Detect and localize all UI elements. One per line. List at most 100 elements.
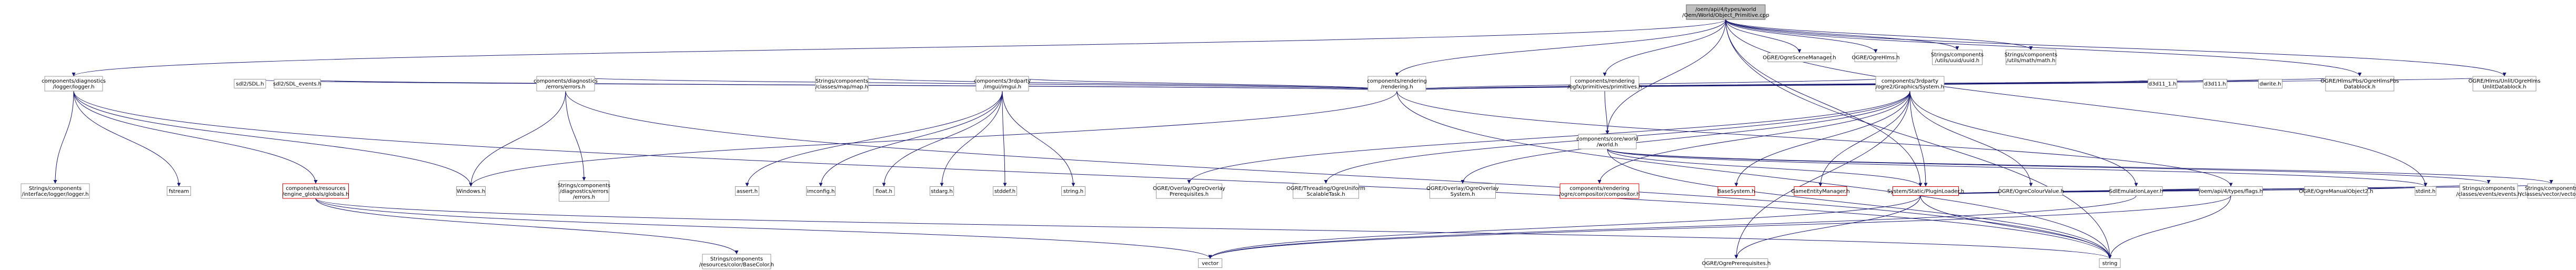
node-stddef[interactable]: stddef.h [993,186,1017,196]
node-box [975,76,1029,92]
node-label: components/diagnostics [534,78,598,84]
edge-world-objects-to-ogre-prereq [1734,195,1921,259]
node-strings-uuid[interactable]: Strings/components/utils/uuid/uuid.h [1931,49,1984,65]
node-box [806,186,836,196]
node-label: float.h [876,189,892,195]
node-fstream[interactable]: fstream [167,186,191,196]
edge-diag-logger-to-fstream [73,91,181,187]
node-windows[interactable]: Windows.h [456,186,486,196]
node-box [2304,186,2368,196]
node-d3d11-1[interactable]: d3d11_1.h [2148,79,2177,88]
node-label: /classes/map/map.h [816,84,868,90]
node-string-h[interactable]: string.h [1061,186,1085,196]
node-ogre-system[interactable]: components/3rdparty/ogre2/Graphics/Syste… [1875,76,1945,92]
node-resources-globals[interactable]: components/resources/engine_globals/glob… [283,183,349,199]
node-static-plugin[interactable]: System/Static/PluginLoader.h [1887,186,1964,196]
node-box [283,183,349,199]
node-strings-vector[interactable]: Strings/components/classes/vector/vector… [2520,183,2576,199]
node-diag-logger[interactable]: components/diagnostics/logger/logger.h [42,76,106,92]
node-stdint[interactable]: stdint.h [2414,186,2437,196]
node-strings-diag-errors[interactable]: Strings/components/diagnostics/errors/er… [558,181,610,202]
node-box [1704,258,1768,268]
node-label: string [2102,261,2118,267]
edge-layer [53,19,2553,259]
edge-ogre-system-to-rendering-compositor [1597,91,1910,184]
edge-core-world-to-strings-vector [1607,148,2553,184]
node-label: Strings/components [1931,52,1984,58]
node-box [1559,183,1639,199]
node-oem-typeflags[interactable]: /oem/api/4/types/flags.h [2199,186,2263,196]
node-strings-maplmap[interactable]: Strings/components/classes/map/map.h [815,76,869,92]
edge-thirdparty-imgui-to-assert [745,91,1003,187]
node-ogre-scene[interactable]: OGRE/OgreSceneManager.h [1763,53,1836,62]
node-label: Strings/components [2462,186,2515,192]
node-stdarg[interactable]: stdarg.h [930,186,954,196]
node-label: OGRE/Hlms/Pbs/OgreHlmsPbs [2321,78,2399,84]
node-imconfig[interactable]: imconfig.h [806,186,836,196]
node-label: stddef.h [994,189,1015,195]
node-game-entity[interactable]: GameEntityManager.h [1791,186,1850,196]
node-box [1430,183,1496,199]
node-label: OGRE/OgreManualObject2.h [2299,189,2373,195]
node-rendering-compositor[interactable]: components/rendering/ogre/compositor/com… [1559,183,1640,199]
node-strings-math[interactable]: Strings/components/utils/math/math.h [2005,49,2057,65]
node-vector[interactable]: vector [1198,258,1222,268]
node-label: sdl2/SDL_events.h [273,82,321,87]
node-ogre-colour[interactable]: OGRE/OgreColourValue.h [1998,186,2064,196]
node-label: OGRE/Threading/OgreUniform [1286,186,1365,192]
node-dwrite[interactable]: dwrite.h [2258,79,2282,88]
node-base-system[interactable]: BaseSystem.h [1717,186,1755,196]
node-sdl-emulation[interactable]: SdlEmulationLayer.h [2109,186,2163,196]
node-diag-errors[interactable]: components/diagnostics/errors/errors.h [534,76,598,92]
node-rendering[interactable]: components/rendering/rendering.h [1367,76,1427,92]
node-box [1767,53,1832,62]
node-box [2472,76,2537,92]
node-sdl[interactable]: sdl2/SDL.h [234,79,266,88]
node-float[interactable]: float.h [873,186,895,196]
node-box [2199,186,2263,196]
node-box [930,186,954,196]
node-label: OGRE/Overlay/OgreOverlay [1426,186,1499,192]
node-box [21,183,90,199]
node-label: Prerequisites.h [1170,192,1209,197]
edge-root-to-diag-logger [72,19,1726,77]
edge-thirdparty-imgui-to-stdarg [940,91,1003,187]
node-core-world[interactable]: components/core/world/world.h [1576,134,1638,149]
node-root[interactable]: /oem/api/4/types/world/Oem/World/Object_… [1682,4,1769,20]
node-box [2414,186,2437,196]
node-label: OGRE/OgreHlms.h [1852,55,1899,61]
node-label: /logger/logger.h [53,84,94,90]
edge-rendering-to-ogre-system [1396,76,1912,92]
node-d3d11[interactable]: d3d11.h [2203,79,2227,88]
node-label: assert.h [737,189,758,195]
edge-rendering-to-windows [469,91,1397,187]
node-label: /classes/events/events.h [2456,192,2521,197]
node-strings-iface-logger[interactable]: Strings/components/interface/logger/logg… [21,183,90,199]
node-box [1932,49,1983,65]
node-string[interactable]: string [2099,258,2121,268]
edge-diag-errors-to-string [565,91,2112,259]
node-strings-events[interactable]: Strings/components/classes/events/events… [2456,183,2521,199]
node-sdl-events[interactable]: sdl2/SDL_events.h [273,79,321,88]
node-label: dwrite.h [2259,82,2281,87]
node-ogre-hlms[interactable]: OGRE/OgreHlms.h [1852,53,1900,62]
node-strings-color[interactable]: Strings/components/resources/color/BaseC… [699,254,774,269]
node-rendering-primitives[interactable]: components/rendering/bgfx/primitives/pri… [1567,76,1642,92]
node-ogre-manual-obj[interactable]: OGRE/OgreManualObject2.h [2299,186,2373,196]
node-label: OGRE/OgreColourValue.h [1998,189,2064,195]
edge-sdl-emulation-to-vector [1208,195,2137,259]
node-ogre-prereq[interactable]: OGRE/OgrePrerequisites.h [1702,258,1771,268]
node-box [1367,76,1426,92]
node-thirdparty-imgui[interactable]: components/3rdparty/imgui/imgui.h [974,76,1031,92]
node-label: Datablock.h [2344,84,2376,90]
node-label: imconfig.h [807,189,835,195]
node-assert[interactable]: assert.h [735,186,759,196]
node-label: System.h [1451,192,1475,197]
node-label: /world.h [1597,142,1618,148]
node-label: OGRE/OgreSceneManager.h [1763,55,1836,61]
